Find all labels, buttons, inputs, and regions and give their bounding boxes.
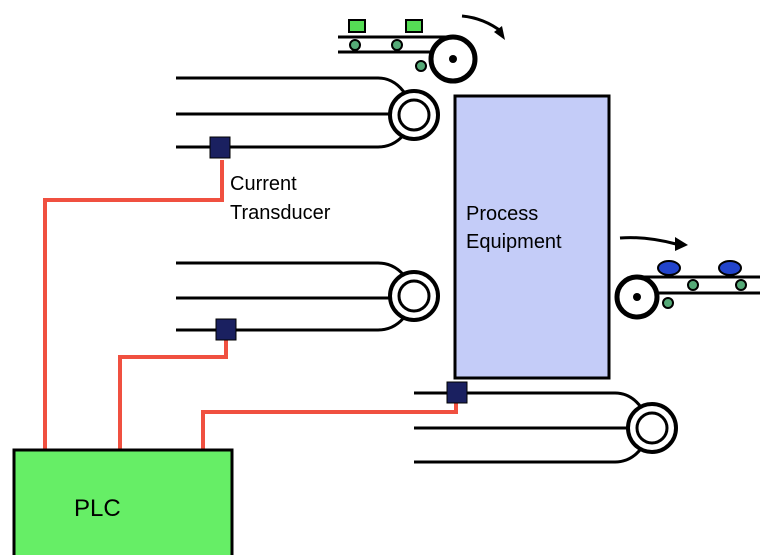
signal-wires [43, 160, 458, 450]
conveyor-product [405, 19, 423, 33]
process-equipment: Process Equipment [453, 94, 611, 380]
current-transducer-label-line1: Current [230, 173, 297, 195]
motor-2 [176, 261, 440, 332]
arrow-head-icon [494, 26, 505, 40]
conveyor-drum-hub [449, 55, 457, 63]
rotation-arrow-icon [461, 14, 503, 34]
motor-inner [635, 411, 669, 445]
signal-wire-2 [118, 340, 228, 450]
motor-inner [397, 98, 431, 132]
conveyor-product [348, 19, 366, 33]
plc-box [12, 448, 234, 555]
motor-inner [397, 279, 431, 313]
arrow-head-icon [675, 237, 688, 251]
conveyor-roller [415, 60, 427, 72]
conveyor-product [657, 260, 681, 276]
plc-label: PLC [74, 495, 121, 522]
rotation-arrow-icon [619, 236, 677, 246]
current-transducer [209, 136, 231, 159]
current-transducer [215, 318, 237, 341]
process-equipment-label-line1: Process [466, 203, 538, 225]
motor-wire [176, 76, 408, 96]
infeed-conveyor [338, 14, 505, 84]
motor-3 [414, 391, 678, 464]
conveyor-drum-hub [633, 293, 641, 301]
conveyor-product [718, 260, 742, 276]
motor-wire [176, 314, 408, 332]
outfeed-conveyor [614, 236, 760, 320]
conveyor-roller [735, 279, 747, 291]
signal-wire-1 [43, 160, 224, 450]
process-equipment-box [453, 94, 611, 380]
conveyor-roller [687, 279, 699, 291]
current-transducer-label-line2: Transducer [230, 202, 331, 224]
motor-wire [176, 261, 408, 279]
motor-wire [414, 445, 645, 464]
motor-1 [176, 76, 440, 149]
conveyor-roller [391, 39, 403, 51]
conveyor-roller [349, 39, 361, 51]
process-equipment-label-line2: Equipment [466, 231, 562, 253]
conveyor-roller [662, 297, 674, 309]
plc: PLC [12, 448, 234, 555]
signal-wire-3 [201, 403, 458, 450]
current-transducer [446, 381, 468, 404]
current-transducers [209, 136, 468, 404]
